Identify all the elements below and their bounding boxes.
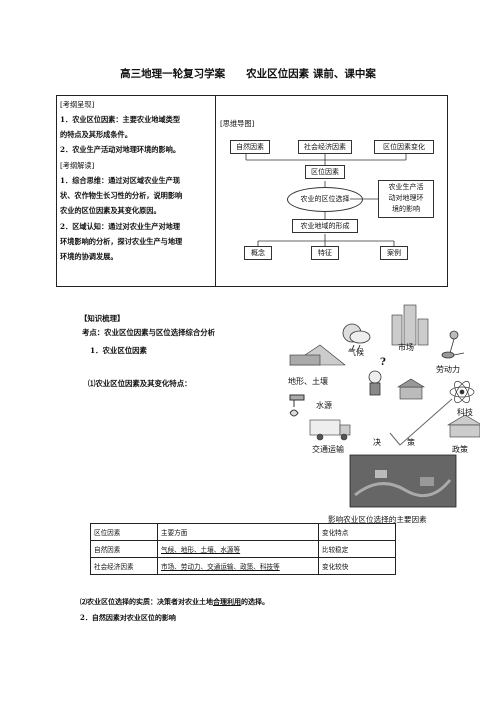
- impact-line-3: 境的影响: [392, 205, 420, 213]
- outline-box: [56, 95, 448, 287]
- factors-table: 区位因素 主要方面 变化特点 自然因素 气候、地形、土壤、水源等 比较稳定 社会…: [90, 523, 396, 575]
- node-change: 区位因素变化: [374, 140, 434, 154]
- node-social: 社会经济因素: [298, 140, 352, 154]
- outline-item-2: 2．农业生产活动对地理环境的影响。: [60, 145, 181, 154]
- interp-2a: 2．区域认知：通过对农业生产对地理: [60, 222, 181, 231]
- knowledge-point: 考点：农业区位因素与区位选择综合分析: [82, 328, 216, 337]
- node-factors: 区位因素: [305, 165, 345, 179]
- label-market: 市场: [398, 343, 414, 352]
- label-policy: 政策: [452, 445, 468, 454]
- weather-icon: [342, 323, 371, 351]
- interp-1c: 农业的区位因素及其变化原因。: [60, 206, 161, 215]
- label-climate: 气候: [348, 348, 364, 357]
- farmer-icon: [441, 330, 465, 359]
- label-terrain: 地形、土壤: [288, 377, 328, 386]
- impact-line-2: 动对地理环: [388, 194, 424, 202]
- knowledge-sub1-1: ⑴农业区位因素及其变化特点：: [88, 379, 192, 388]
- knowledge-sub1: 1．农业区位因素: [90, 346, 147, 355]
- truck-icon: [309, 419, 351, 441]
- table-cell: 自然因素: [90, 540, 158, 558]
- mindmap-connectors: [245, 154, 407, 246]
- label-decision-2: 策: [407, 438, 415, 447]
- farmland-aerial-photo: [349, 454, 457, 508]
- faucet-icon: [289, 394, 305, 417]
- table-cell: 市场、劳动力、交通运输、政策、科技等: [157, 557, 319, 575]
- node-impact: 农业生产活 动对地理环 境的影响: [378, 180, 434, 218]
- figure-caption: 影响农业区位选择的主要因素: [328, 515, 427, 524]
- table-cell: 气候、地形、土壤、水源等: [157, 540, 319, 558]
- interp-2b: 环境影响的分析，探讨农业生产与地理: [60, 237, 183, 246]
- outline-item-1b: 的特点及其形成条件。: [60, 130, 132, 139]
- mindmap-header: [思维导图]: [220, 119, 255, 128]
- label-decision-1: 决: [373, 438, 381, 447]
- sub1-2-part-a: ⑵农业区位选择的实质：决策者对农业土地: [80, 597, 213, 606]
- outline-header: [考纲呈现]: [60, 100, 95, 109]
- knowledge-sub2: 2．自然因素对农业区位的影响: [80, 613, 176, 622]
- outline-item-1a: 1．农业区位因素：主要农业地域类型: [60, 115, 181, 124]
- label-tech: 科技: [457, 408, 473, 417]
- table-cell: 比较稳定: [318, 540, 396, 558]
- factors-figure: [289, 304, 480, 508]
- table-header-cell: 区位因素: [90, 523, 158, 541]
- node-concept: 概念: [244, 246, 272, 260]
- label-question-mark: ?: [380, 357, 386, 368]
- atom-icon: [449, 380, 475, 404]
- table-header-cell: 变化特点: [318, 523, 396, 541]
- table-cell: 社会经济因素: [90, 557, 158, 575]
- table-header-row: 区位因素 主要方面 变化特点: [90, 523, 396, 541]
- node-feature: 特征: [311, 246, 339, 260]
- farmhouse-icon: [396, 378, 426, 400]
- terrain-icon: [289, 344, 346, 366]
- table-header-cell: 主要方面: [157, 523, 319, 541]
- interp-1b: 状、农作物生长习性的分析，说明影响: [60, 191, 183, 200]
- thinking-farmer-icon: [368, 370, 382, 396]
- knowledge-sub1-2: ⑵农业区位选择的实质：决策者对农业土地合理利用的选择。: [80, 597, 269, 607]
- outline-column-divider: [215, 95, 216, 287]
- government-building-icon: [446, 414, 480, 438]
- page-title: 高三地理一轮复习学案 农业区位因素 课前、课中案: [120, 68, 376, 80]
- node-natural: 自然因素: [230, 140, 270, 154]
- market-buildings-icon: [391, 304, 429, 346]
- node-case: 案例: [380, 246, 408, 260]
- interp-header: [考纲解读]: [60, 161, 95, 170]
- label-labor: 劳动力: [436, 365, 460, 374]
- impact-line-1: 农业生产活: [388, 183, 424, 191]
- label-transport: 交通运输: [312, 445, 344, 454]
- table-cell: 变化较快: [318, 557, 396, 575]
- sub1-2-part-c: 的选择。: [241, 597, 269, 606]
- interp-1a: 1．综合思维：通过对区域农业生产现: [60, 176, 181, 185]
- table-row: 自然因素 气候、地形、土壤、水源等 比较稳定: [90, 540, 396, 558]
- interp-2c: 环境的协调发展。: [60, 252, 118, 261]
- node-choice: 农业的区位选择: [287, 187, 363, 212]
- knowledge-header: 【知识梳理】: [80, 314, 125, 323]
- node-formation: 农业地域的形成: [292, 219, 358, 233]
- sub1-2-part-b: 合理利用: [213, 597, 241, 606]
- table-row: 社会经济因素 市场、劳动力、交通运输、政策、科技等 变化较快: [90, 557, 396, 575]
- label-water: 水源: [316, 401, 332, 410]
